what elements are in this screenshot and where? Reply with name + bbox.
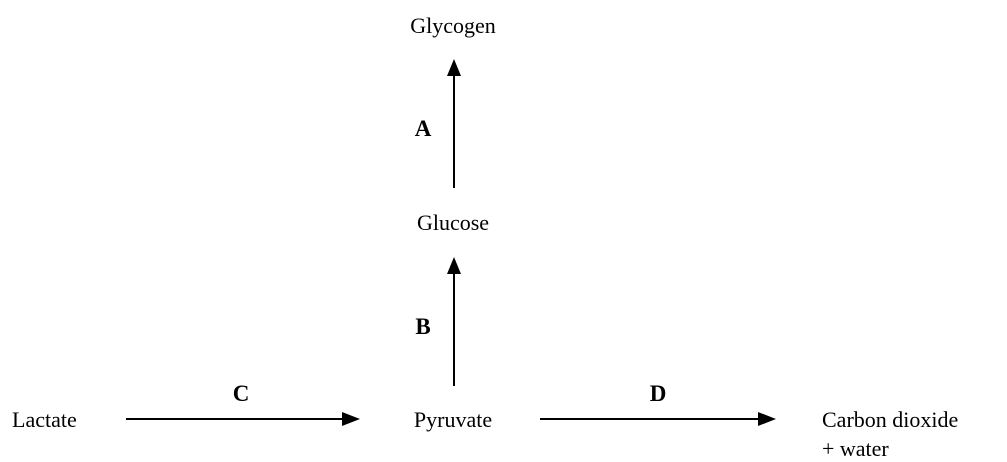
node-water: + water: [822, 436, 889, 461]
arrow-b: [447, 257, 461, 386]
arrow-d: [540, 412, 776, 426]
arrow-c: [126, 412, 360, 426]
node-glycogen: Glycogen: [410, 13, 496, 38]
edge-label-b: B: [415, 314, 430, 339]
edge-label-d: D: [650, 381, 667, 406]
node-glucose: Glucose: [417, 210, 489, 235]
node-carbon-dioxide: Carbon dioxide: [822, 407, 958, 432]
node-pyruvate: Pyruvate: [414, 407, 492, 432]
edge-label-c: C: [233, 381, 250, 406]
arrow-a: [447, 59, 461, 188]
edge-label-a: A: [415, 116, 432, 141]
node-lactate: Lactate: [12, 407, 77, 432]
